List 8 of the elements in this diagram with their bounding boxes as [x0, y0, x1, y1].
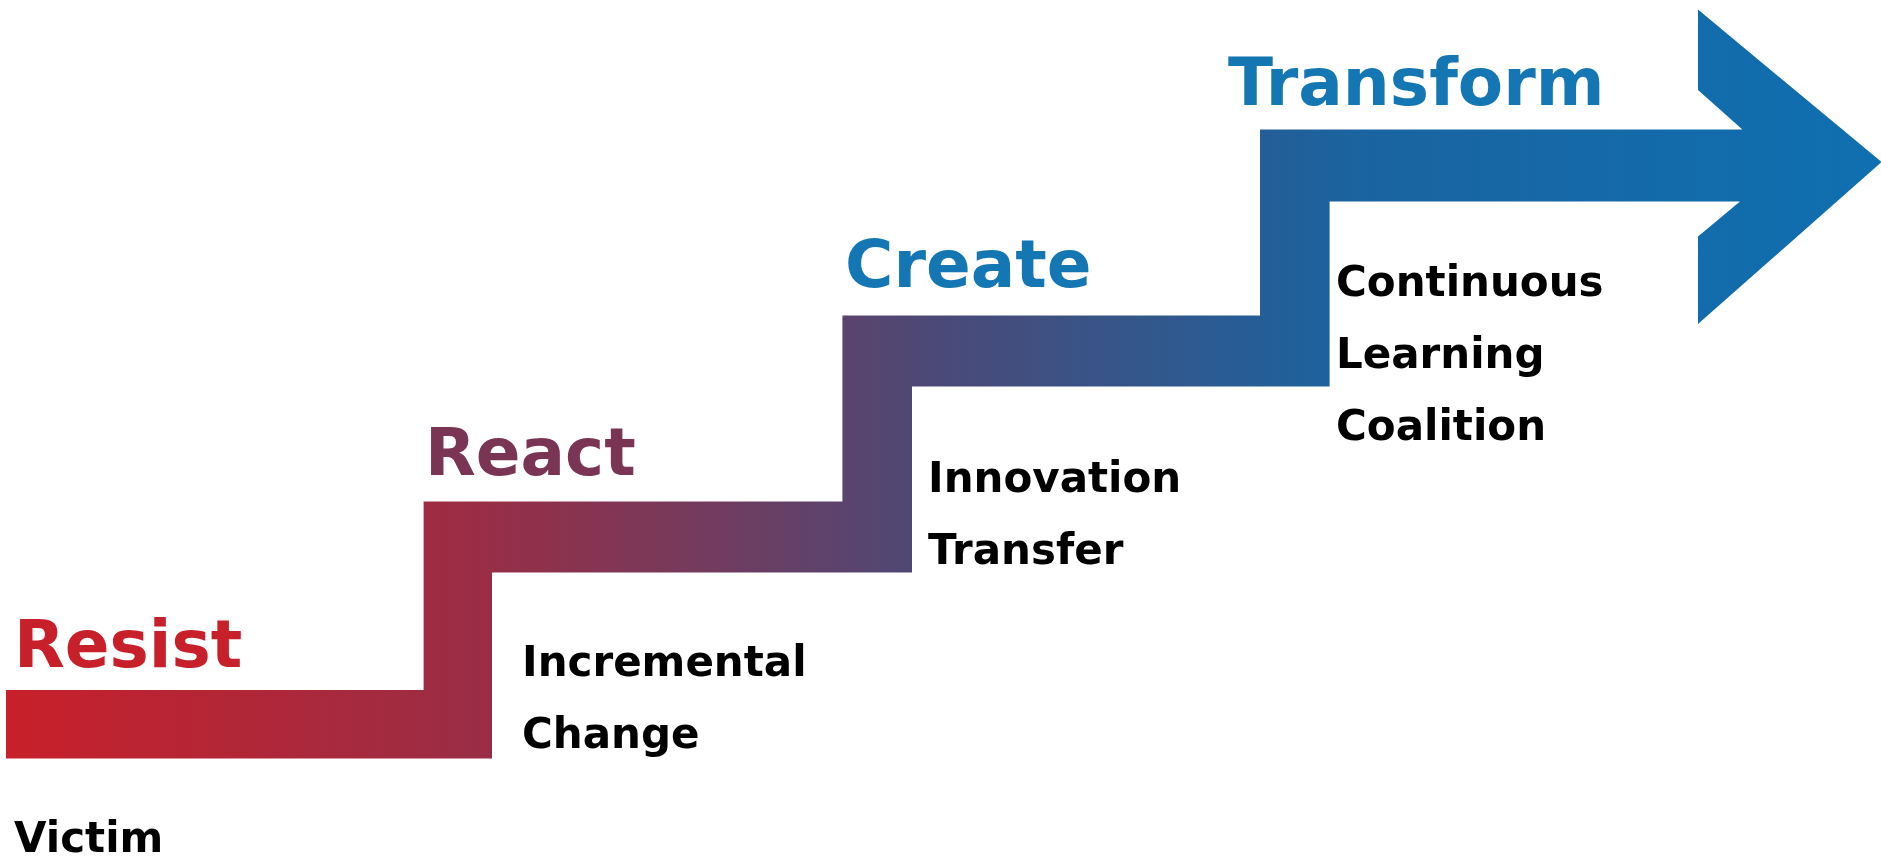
- stage-heading: Transform: [1228, 50, 1605, 116]
- stage-heading: React: [425, 420, 636, 486]
- stage-heading: Resist: [14, 612, 243, 678]
- stage-description: Incremental Change: [522, 636, 808, 760]
- stage-description: Continuous Learning Coalition: [1336, 256, 1605, 452]
- stage-description: Victim: [14, 812, 165, 862]
- stage-heading: Create: [845, 232, 1092, 298]
- stage-description: Innovation Transfer: [928, 452, 1183, 576]
